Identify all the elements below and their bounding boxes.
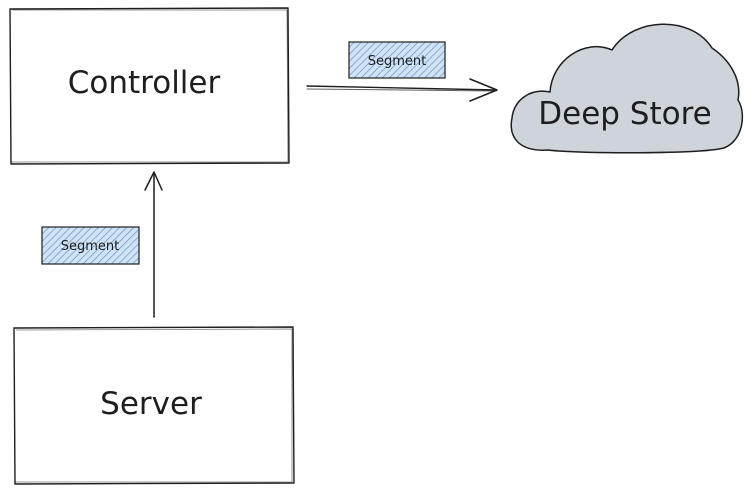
- controller-label: Controller: [68, 65, 221, 101]
- server-label: Server: [100, 386, 202, 422]
- segment-tag-box: [41, 226, 140, 265]
- segment-tag-label: Segment: [61, 239, 120, 254]
- server-node[interactable]: Server: [13, 326, 295, 485]
- segment-tag-label: Segment: [368, 54, 427, 69]
- segment-tag-server-controller: Segment: [41, 226, 140, 265]
- segment-tag-controller-deep-store: Segment: [348, 41, 446, 79]
- server-to-controller-arrow: [144, 171, 163, 318]
- deep-store-label: Deep Store: [538, 96, 711, 132]
- controller-node[interactable]: Controller: [9, 7, 290, 165]
- segment-tag-box: [348, 41, 446, 79]
- deep-store-node[interactable]: Deep Store: [510, 23, 744, 154]
- deep-store-cloud: [510, 23, 744, 154]
- server-box: [13, 326, 295, 485]
- controller-to-deep-store-arrow: [306, 78, 498, 102]
- controller-box: [9, 7, 290, 165]
